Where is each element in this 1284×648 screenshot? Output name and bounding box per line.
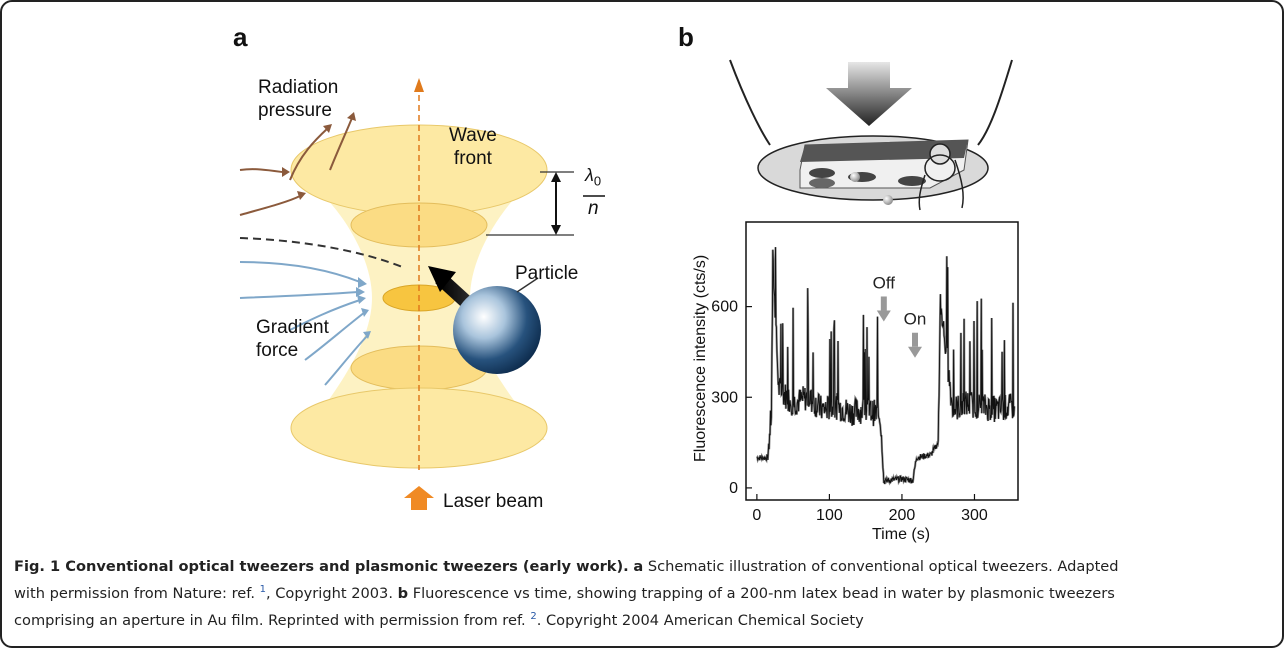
radiation-pressure-arrowheads (282, 112, 356, 200)
caption-a-text-2: with permission from Nature: ref. (14, 584, 260, 602)
y-tick-label: 0 (729, 480, 738, 497)
dish-outline (729, 59, 1013, 146)
optical-tweezers-illustration (239, 78, 605, 510)
annotation-arrow-shaft (912, 332, 919, 347)
axis-arrowhead-icon (414, 78, 424, 92)
refractive-index-label: n (588, 198, 599, 219)
down-arrow-icon (908, 346, 923, 358)
y-tick-label: 600 (711, 299, 738, 316)
caption-b-text-3: . Copyright 2004 American Chemical Socie… (536, 611, 864, 629)
x-tick-label: 200 (889, 507, 916, 524)
caption-b-text-2: comprising an aperture in Au film. Repri… (14, 611, 531, 629)
x-tick-label: 300 (961, 507, 988, 524)
caption-b-text-1: Fluorescence vs time, showing trapping o… (408, 584, 1115, 602)
aperture-illustration (729, 59, 1013, 211)
particle-arrowhead-icon (428, 266, 456, 292)
on-label: On (904, 310, 927, 329)
caption-b-letter: b (397, 584, 409, 602)
caption-a-letter: a (633, 558, 644, 575)
laser-beam-arrow-icon (404, 486, 434, 510)
down-arrow-icon (876, 310, 891, 322)
illumination-arrow-icon (826, 62, 912, 126)
trajectory-dashed (239, 237, 406, 269)
plot-frame (745, 221, 1019, 501)
panel-a-letter: a (233, 22, 248, 52)
laser-beam-label: Laser beam (443, 491, 544, 512)
annotation-arrow-shaft (880, 296, 887, 311)
reference-link-1[interactable]: 1 (259, 584, 266, 595)
radiation-pressure-arrows (239, 117, 353, 216)
x-axis-title: Time (s) (872, 526, 931, 543)
y-axis-title: Fluorescence intensity (cts/s) (692, 254, 709, 462)
particle-label: Particle (515, 263, 579, 284)
caption-a-text-1: Schematic illustration of conventional o… (643, 558, 1119, 575)
caption-a-text-3: , Copyright 2003. (265, 584, 398, 602)
y-tick-label: 300 (711, 389, 738, 406)
particle-leader (516, 277, 539, 293)
panel-b-letter: b (678, 22, 694, 52)
off-label: Off (873, 273, 896, 292)
x-tick-label: 100 (816, 507, 843, 524)
caption-figure-label: Fig. 1 Conventional optical tweezers and… (14, 558, 629, 575)
gradient-force-arrows (239, 261, 369, 386)
x-tick-label: 0 (752, 507, 761, 524)
figure-caption: Fig. 1 Conventional optical tweezers and… (14, 555, 1270, 632)
particle-sphere (453, 286, 541, 374)
lambda-label: λ0 (585, 165, 602, 189)
fluorescence-trace (756, 247, 1015, 485)
gradient-force-arrowheads (356, 277, 371, 339)
reference-link-2[interactable]: 2 (530, 610, 537, 622)
